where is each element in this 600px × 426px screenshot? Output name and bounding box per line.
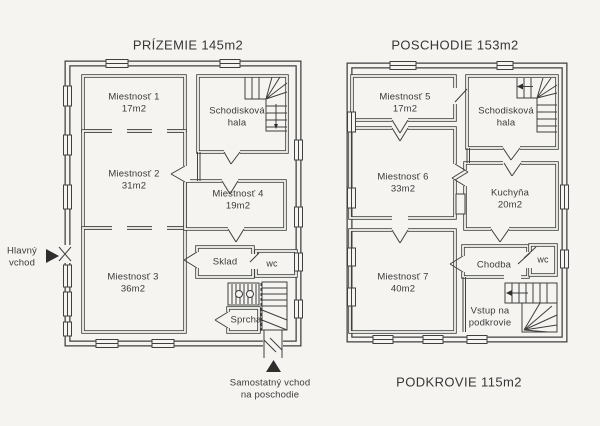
annotation-text: Samostatný vchod	[229, 377, 311, 389]
poschodie-main-stairs	[516, 77, 558, 133]
room-label-hala-prizemie: Schodisková hala	[209, 106, 265, 129]
room-name: Miestnosť 1	[108, 91, 160, 103]
room-name: hala	[496, 117, 516, 128]
prizemie-title: PRÍZEMIE 145m2	[132, 37, 244, 53]
annotation-text: Hlavný	[7, 245, 37, 257]
room-label-sprcha: Sprcha	[230, 314, 262, 326]
room-name: Miestnosť 7	[377, 271, 429, 283]
room-area: 17m2	[392, 103, 418, 114]
room-area: 40m2	[390, 283, 416, 294]
separate-entrance-arrow-icon	[266, 360, 281, 372]
room-name: Vstup na	[470, 305, 510, 317]
room-label-wc-prizemie: wc	[266, 258, 278, 269]
room-name: podkrovie	[468, 317, 512, 328]
room-name: Miestnosť 3	[107, 271, 159, 283]
room-label-vstup-na-podkrovie: Vstup na podkrovie	[469, 306, 512, 329]
room-label-kuchyna: Kuchyňa 20m2	[491, 188, 529, 211]
room-area: 31m2	[121, 180, 147, 191]
room-name: Miestnosť 5	[379, 91, 431, 103]
room-name: Schodisková	[478, 105, 534, 117]
room-name: Miestnosť 4	[212, 188, 264, 200]
prizemie-main-stairs	[244, 76, 288, 132]
poschodie-title: POSCHODIE 153m2	[391, 37, 519, 53]
room-label-miestnost4: Miestnosť 4 19m2	[212, 189, 263, 212]
room-name: Schodisková	[209, 105, 265, 117]
prizemie-back-stairs	[227, 281, 288, 358]
room-area: 33m2	[390, 183, 416, 194]
poschodie-attic-stairs	[504, 282, 558, 333]
prizemie-plan	[58, 59, 303, 358]
room-label-wc-poschodie: wc	[537, 254, 549, 265]
poschodie-plan	[346, 61, 569, 344]
main-entrance-arrow-icon	[46, 249, 59, 263]
separate-entrance-annotation: Samostatný vchod na poschodie	[230, 378, 311, 401]
room-name: Kuchyňa	[490, 187, 530, 199]
room-label-miestnost6: Miestnosť 6 33m2	[377, 172, 428, 195]
room-area: 36m2	[120, 283, 146, 294]
annotation-text: vchod	[8, 257, 36, 268]
main-entrance-annotation: Hlavný vchod	[7, 246, 37, 269]
room-name: Miestnosť 2	[108, 168, 160, 180]
room-area: 19m2	[225, 200, 251, 211]
room-name: Miestnosť 6	[377, 171, 429, 183]
room-label-miestnost5: Miestnosť 5 17m2	[379, 92, 430, 115]
room-area: 17m2	[121, 103, 147, 114]
room-label-hala-poschodie: Schodisková hala	[478, 106, 534, 129]
annotation-text: na poschodie	[240, 389, 300, 400]
room-label-miestnost2: Miestnosť 2 31m2	[108, 169, 159, 192]
room-label-miestnost3: Miestnosť 3 36m2	[107, 272, 158, 295]
room-label-sklad: Sklad	[212, 256, 238, 268]
room-name: hala	[227, 117, 247, 128]
room-label-miestnost1: Miestnosť 1 17m2	[108, 92, 159, 115]
podkrovie-title: PODKROVIE 115m2	[396, 374, 522, 390]
room-area: 20m2	[497, 199, 523, 210]
room-label-miestnost7: Miestnosť 7 40m2	[377, 272, 428, 295]
room-label-chodba: Chodba	[476, 259, 512, 271]
